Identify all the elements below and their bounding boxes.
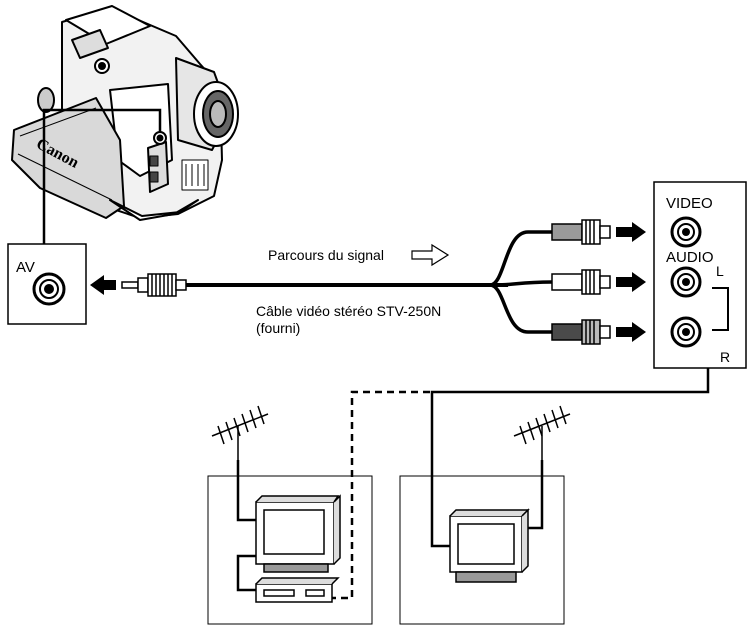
av-callout-line <box>42 108 162 244</box>
vcr-connection-line <box>332 390 430 600</box>
cable-branch-audio-left <box>495 280 553 287</box>
arrow-left-icon <box>90 275 116 295</box>
rca-plug-audio-right <box>551 319 611 345</box>
audio-right-label: R <box>720 349 730 365</box>
rca-plug-video <box>551 219 611 245</box>
vcr-icon <box>255 577 340 603</box>
mini-plug-icon <box>121 273 187 297</box>
antenna-icon <box>513 405 571 460</box>
tv-only-setup-box <box>399 475 565 625</box>
cable-name-label: Câble vidéo stéréo STV-250N <box>256 303 441 319</box>
av-jack-label: AV <box>16 259 35 276</box>
tv-vcr-setup-box <box>207 475 373 625</box>
audio-left-label: L <box>716 263 724 279</box>
arrow-right-icon <box>616 222 646 342</box>
audio-input-label: AUDIO <box>666 249 714 266</box>
tv-left-icon <box>255 494 341 573</box>
direct-connection-line <box>430 368 710 548</box>
rca-plug-audio-left <box>551 269 611 295</box>
signal-arrow-icon <box>411 243 450 267</box>
video-input-label: VIDEO <box>666 195 713 212</box>
cable-branch-audio-right <box>489 283 552 334</box>
antenna-icon <box>211 405 269 460</box>
cable-supplied-label: (fourni) <box>256 320 300 336</box>
av-jack-box: AV <box>7 243 87 325</box>
tv-input-panel: VIDEO AUDIO L R <box>653 181 747 369</box>
camcorder-illustration <box>11 5 239 221</box>
audio-bracket <box>712 287 729 331</box>
cable-branch-video <box>489 230 552 287</box>
tv-right-icon <box>449 508 530 583</box>
signal-path-label: Parcours du signal <box>268 247 384 263</box>
